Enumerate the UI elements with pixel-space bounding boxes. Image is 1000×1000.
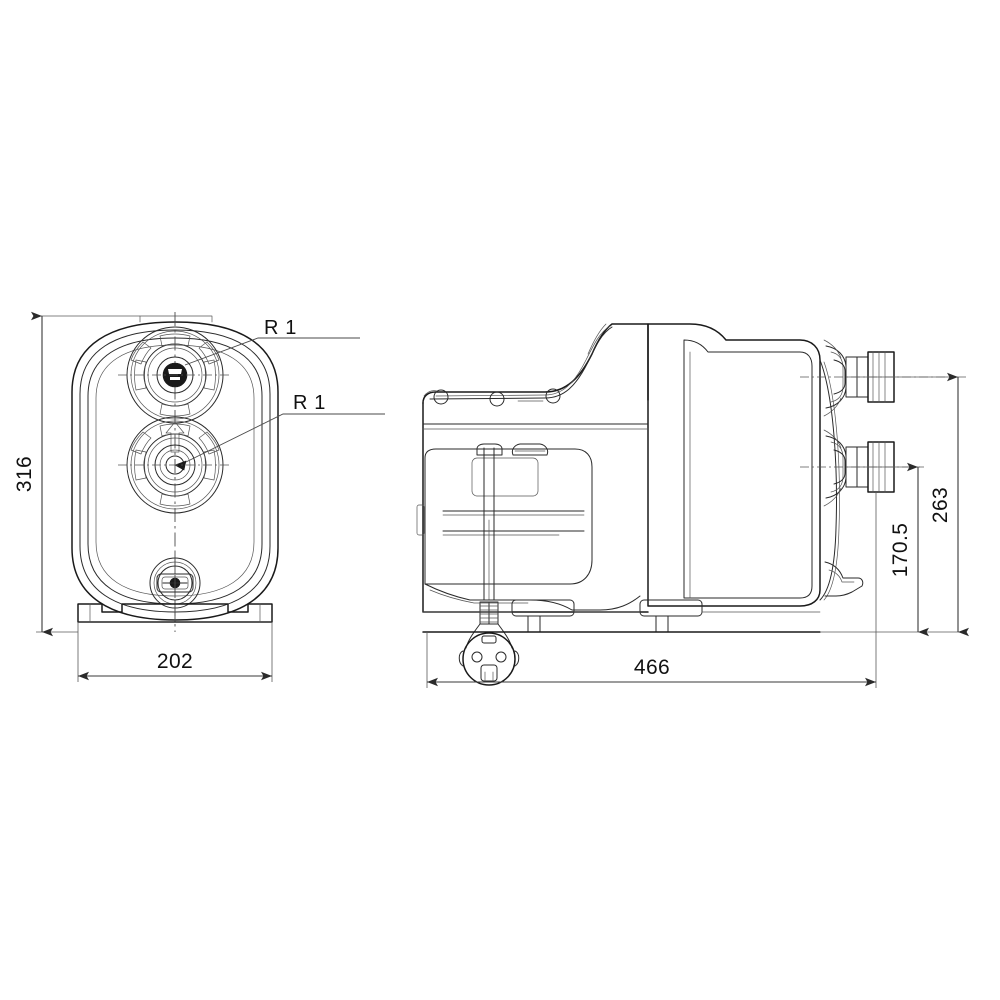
dimension-label-202: 202 <box>157 650 193 673</box>
panel-display-window <box>471 457 539 497</box>
side-pump-casing <box>422 402 649 613</box>
plug-body <box>462 632 516 686</box>
side-control-panel <box>416 443 593 585</box>
side-base-feet <box>422 599 821 633</box>
front-view-group <box>71 312 279 632</box>
front-body-outline <box>71 321 279 621</box>
front-upper-port <box>118 326 232 424</box>
side-lower-outlet <box>800 429 920 507</box>
callout-label-upper-r1: R 1 <box>264 317 297 339</box>
side-view-group <box>416 323 946 686</box>
dimension-label-316: 316 <box>13 456 36 492</box>
dimension-label-263: 263 <box>929 487 952 523</box>
side-power-cable <box>458 447 520 686</box>
front-lower-port <box>118 416 232 514</box>
front-drain-port <box>149 553 201 625</box>
leader-upper-r1 <box>184 337 360 366</box>
callout-group: R 1 R 1 <box>184 317 385 463</box>
side-underside-contour <box>424 583 641 611</box>
dimension-label-170-5: 170.5 <box>889 523 912 578</box>
side-upper-outlet <box>800 339 946 417</box>
leader-lower-r1 <box>185 413 385 463</box>
front-dimensions: 316 202 <box>13 311 273 682</box>
foot-right <box>639 599 703 617</box>
callout-label-lower-r1: R 1 <box>293 392 326 414</box>
dimension-label-466: 466 <box>634 656 670 679</box>
front-top-tab <box>139 315 213 323</box>
side-top-shroud <box>422 323 649 407</box>
foot-left <box>511 599 575 617</box>
side-motor-housing <box>647 323 840 607</box>
front-flow-arrow <box>165 421 185 453</box>
side-dimensions: 466 263 170.5 <box>426 372 969 688</box>
side-drain-boss <box>824 561 864 597</box>
